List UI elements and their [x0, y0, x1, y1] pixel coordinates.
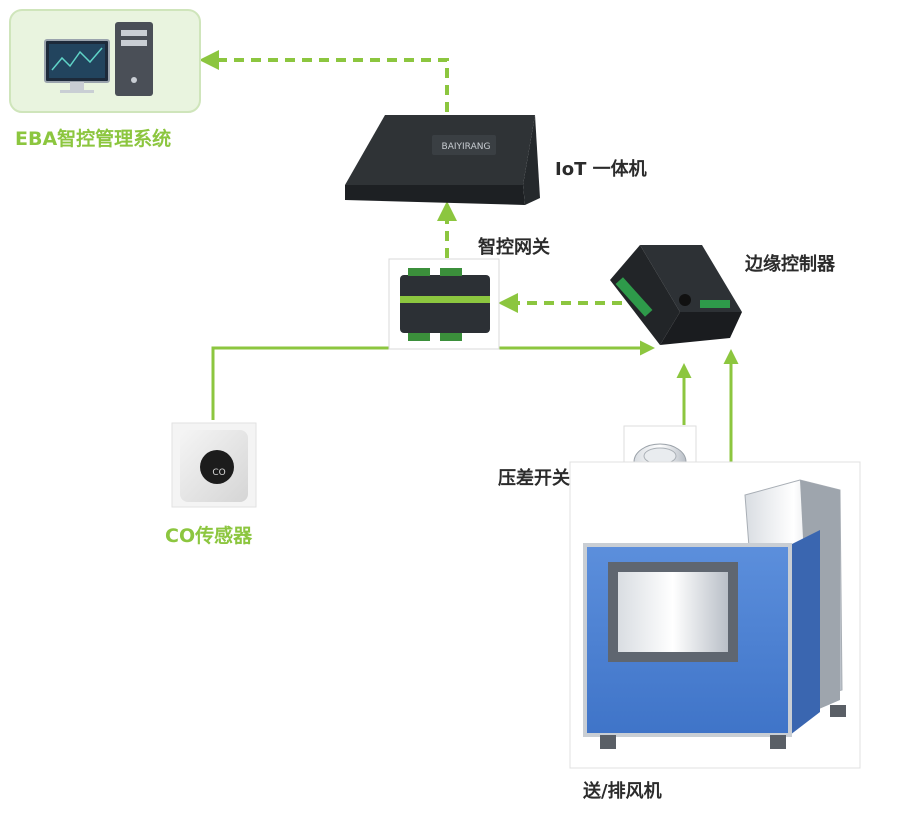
monitor-icon	[44, 39, 110, 93]
iot-unit-device: BAIYIRANG	[345, 115, 540, 205]
eba-system-panel	[9, 9, 201, 113]
gateway-device	[388, 258, 500, 350]
co-sensor-label: CO传感器	[165, 524, 253, 547]
gateway-label: 智控网关	[478, 236, 550, 258]
co-sensor-device: CO	[171, 422, 257, 508]
edge-controller-device	[610, 245, 742, 345]
pc-tower-icon	[115, 22, 153, 96]
iot-brand-text: BAIYIRANG	[442, 142, 491, 152]
pressure-switch-label: 压差开关	[498, 467, 570, 489]
co-to-edge-link	[211, 340, 655, 420]
iot-to-eba-link	[199, 50, 449, 112]
eba-system-label: EBA智控管理系统	[15, 127, 171, 150]
edge-controller-label: 边缘控制器	[744, 253, 836, 275]
iot-unit-label: IoT 一体机	[555, 158, 647, 180]
co-sensor-display: CO	[212, 468, 225, 478]
fan-device	[569, 461, 861, 769]
fan-label: 送/排风机	[582, 780, 662, 802]
